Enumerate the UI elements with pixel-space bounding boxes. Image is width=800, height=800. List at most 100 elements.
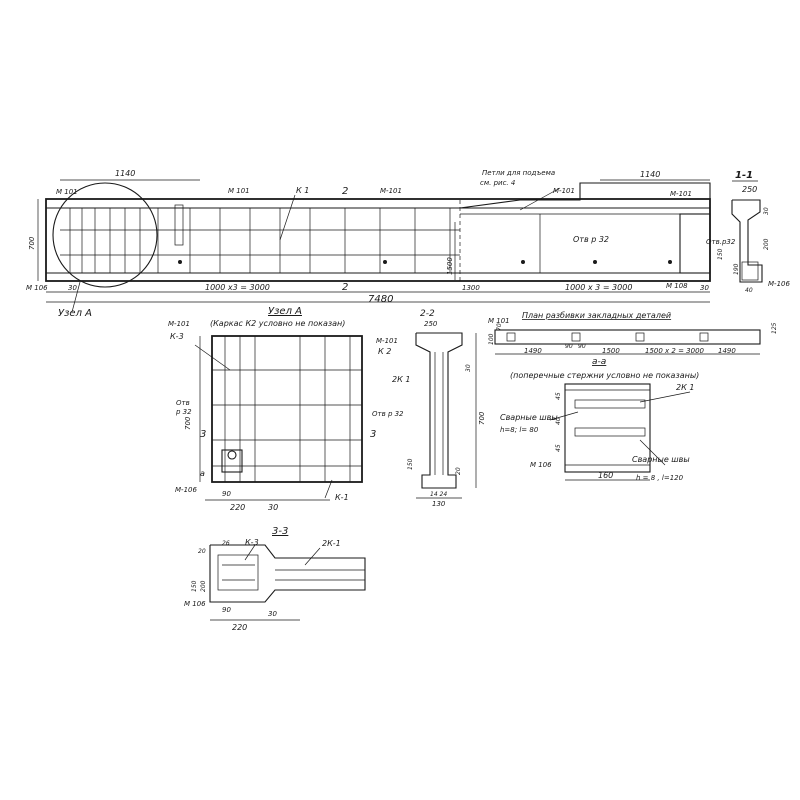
m101-label-a: М 101 [56,188,78,196]
dim-30-left: 30 [68,284,77,292]
section-1-1-dim-40: 40 [745,287,753,294]
spacing-right: 1000 x 3 = 3000 [565,283,632,292]
section-a-a-dim-45b: 45 [555,444,562,452]
dim-1500-vertical: 1500 [446,257,454,275]
section-2-2-dim-130: 130 [432,500,446,508]
section-3-3-dim-26: 26 [222,540,230,547]
embedded-plan-1490-left: 1490 [524,347,542,355]
node-a-section-3: 3 [200,429,206,440]
section-a-a-weld-left: Сварные швы [500,413,558,422]
embedded-plan-m101: М 101 [488,317,510,325]
section-1-1-width: 250 [742,185,757,194]
beam-top-step [459,182,711,209]
node-a-m106: М-106 [175,486,197,494]
section-a-a-weld-leader-right [639,439,666,466]
embedded-plan-1500: 1500 [602,347,620,355]
embedded-plan-90b: 90 [578,343,586,350]
section-1-1-plate [741,261,759,281]
node-a-otv-dia: р 32 [175,408,192,416]
node-a-leader [71,281,81,313]
lifting-loop-1 [174,204,184,246]
node-a-k3: К-3 [170,332,184,341]
embedded-plan-100: 100 [488,333,495,345]
section-3-3: 3-3 К-3 2К-1 20 26 150 200 М 106 90 220 … [184,526,366,632]
k1-label: К 1 [296,186,309,195]
section-a-a-dim-40: 40 [555,417,562,425]
section-2-2-dim-bottom: 14 24 [430,491,447,498]
node-a-detail: Узел А (Каркас К2 условно не показан) М-… [168,306,376,512]
section-a-a-width: 160 [598,471,613,480]
section-a-a-k1-leader [639,391,691,403]
section-a-a-dim-45a: 45 [555,392,562,400]
node-a-label: Узел А [58,308,92,319]
section-3-3-k3-leader [244,544,256,561]
section-1-1-dim-190: 190 [733,263,740,275]
node-a-frame [211,335,363,483]
section-a-a-weld-leader-left [549,411,579,421]
end-block [679,213,711,274]
dim-1140-left: 1140 [115,169,135,178]
node-a-k1-leader [324,479,333,499]
section-2-2-width: 250 [424,320,438,328]
section-a-a-title: а-а [592,357,606,367]
dim-30-right: 30 [700,284,709,292]
loop-leader [519,187,561,211]
section-a-a-plate [564,383,651,473]
section-a-a-weld-left-dims: h=8; l= 80 [500,426,539,434]
node-a-circle [52,182,158,288]
embedded-plan-spacing: 1500 x 2 = 3000 [645,347,705,355]
m106-left-label: М 106 [26,284,48,292]
section-2-2-dim-150: 150 [407,458,414,470]
embedded-plan-plates [506,332,709,342]
embedded-plan: План разбивки закладных деталей М 101 14… [488,311,778,355]
spacing-left: 1000 x3 = 3000 [205,283,270,292]
section-3-3-m106: М 106 [184,600,206,608]
m101-label-e: М-101 [670,190,692,198]
node-a-k1: К-1 [335,493,349,502]
embedded-plan-70: 70 [496,323,503,331]
section-3-3-title: 3-3 [272,526,288,537]
section-a-a-bar-1 [574,399,646,409]
section-2-bottom: 2 [342,282,348,293]
node-a-section-3-right: 3 [370,429,376,440]
node-a-dim-700: 700 [184,416,192,430]
embedded-plan-125: 125 [771,322,778,334]
section-2-top: 2 [342,186,348,197]
overall-length: 7480 [368,294,393,305]
section-1-1-profile [731,199,763,283]
node-a-subtitle: (Каркас К2 условно не показан) [210,319,345,328]
section-a-a-k1: 2К 1 [676,383,694,392]
hole-5 [668,260,672,264]
embedded-plan-1490-right: 1490 [718,347,736,355]
section-3-3-dim-20: 20 [198,548,206,555]
section-1-1-otv: Отв.р32 [706,238,736,246]
section-2-2-profile [415,332,463,489]
dim-1140-right: 1140 [640,170,660,179]
stirrups-left [69,208,451,273]
section-3-3-plate [217,554,259,591]
node-a-hole [227,450,237,460]
section-1-1-m106: М-106 [768,280,790,288]
m101-label-b: М 101 [228,187,250,195]
section-a-a-weld-right: Сварные швы [632,455,690,464]
section-2-2-k2: К 2 [378,347,391,356]
node-a-dim-90: 90 [222,490,231,498]
node-a-section-a: а [200,469,205,478]
dim-1300: 1300 [462,284,480,292]
section-a-a-bar-2 [574,427,646,437]
section-2-2-dim-700: 700 [478,411,486,425]
dim-700-left: 700 [28,236,36,250]
section-2-2: 2-2 250 М-101 К 2 2К 1 Отв р 32 700 30 1… [372,309,486,508]
hole-1 [178,260,182,264]
beam-outline [45,198,711,282]
section-2-2-dim-30: 30 [465,364,472,372]
otv-32-label: Отв р 32 [573,235,609,244]
section-1-1-title: 1-1 [735,170,753,181]
section-2-2-otv: Отв р 32 [372,410,404,418]
section-2-2-dim-20: 20 [455,467,462,475]
section-a-a-m106: М 106 [530,461,552,469]
embedded-plan-90a: 90 [565,343,573,350]
node-a-grid [212,336,362,482]
embedded-plan-strip [494,329,761,345]
